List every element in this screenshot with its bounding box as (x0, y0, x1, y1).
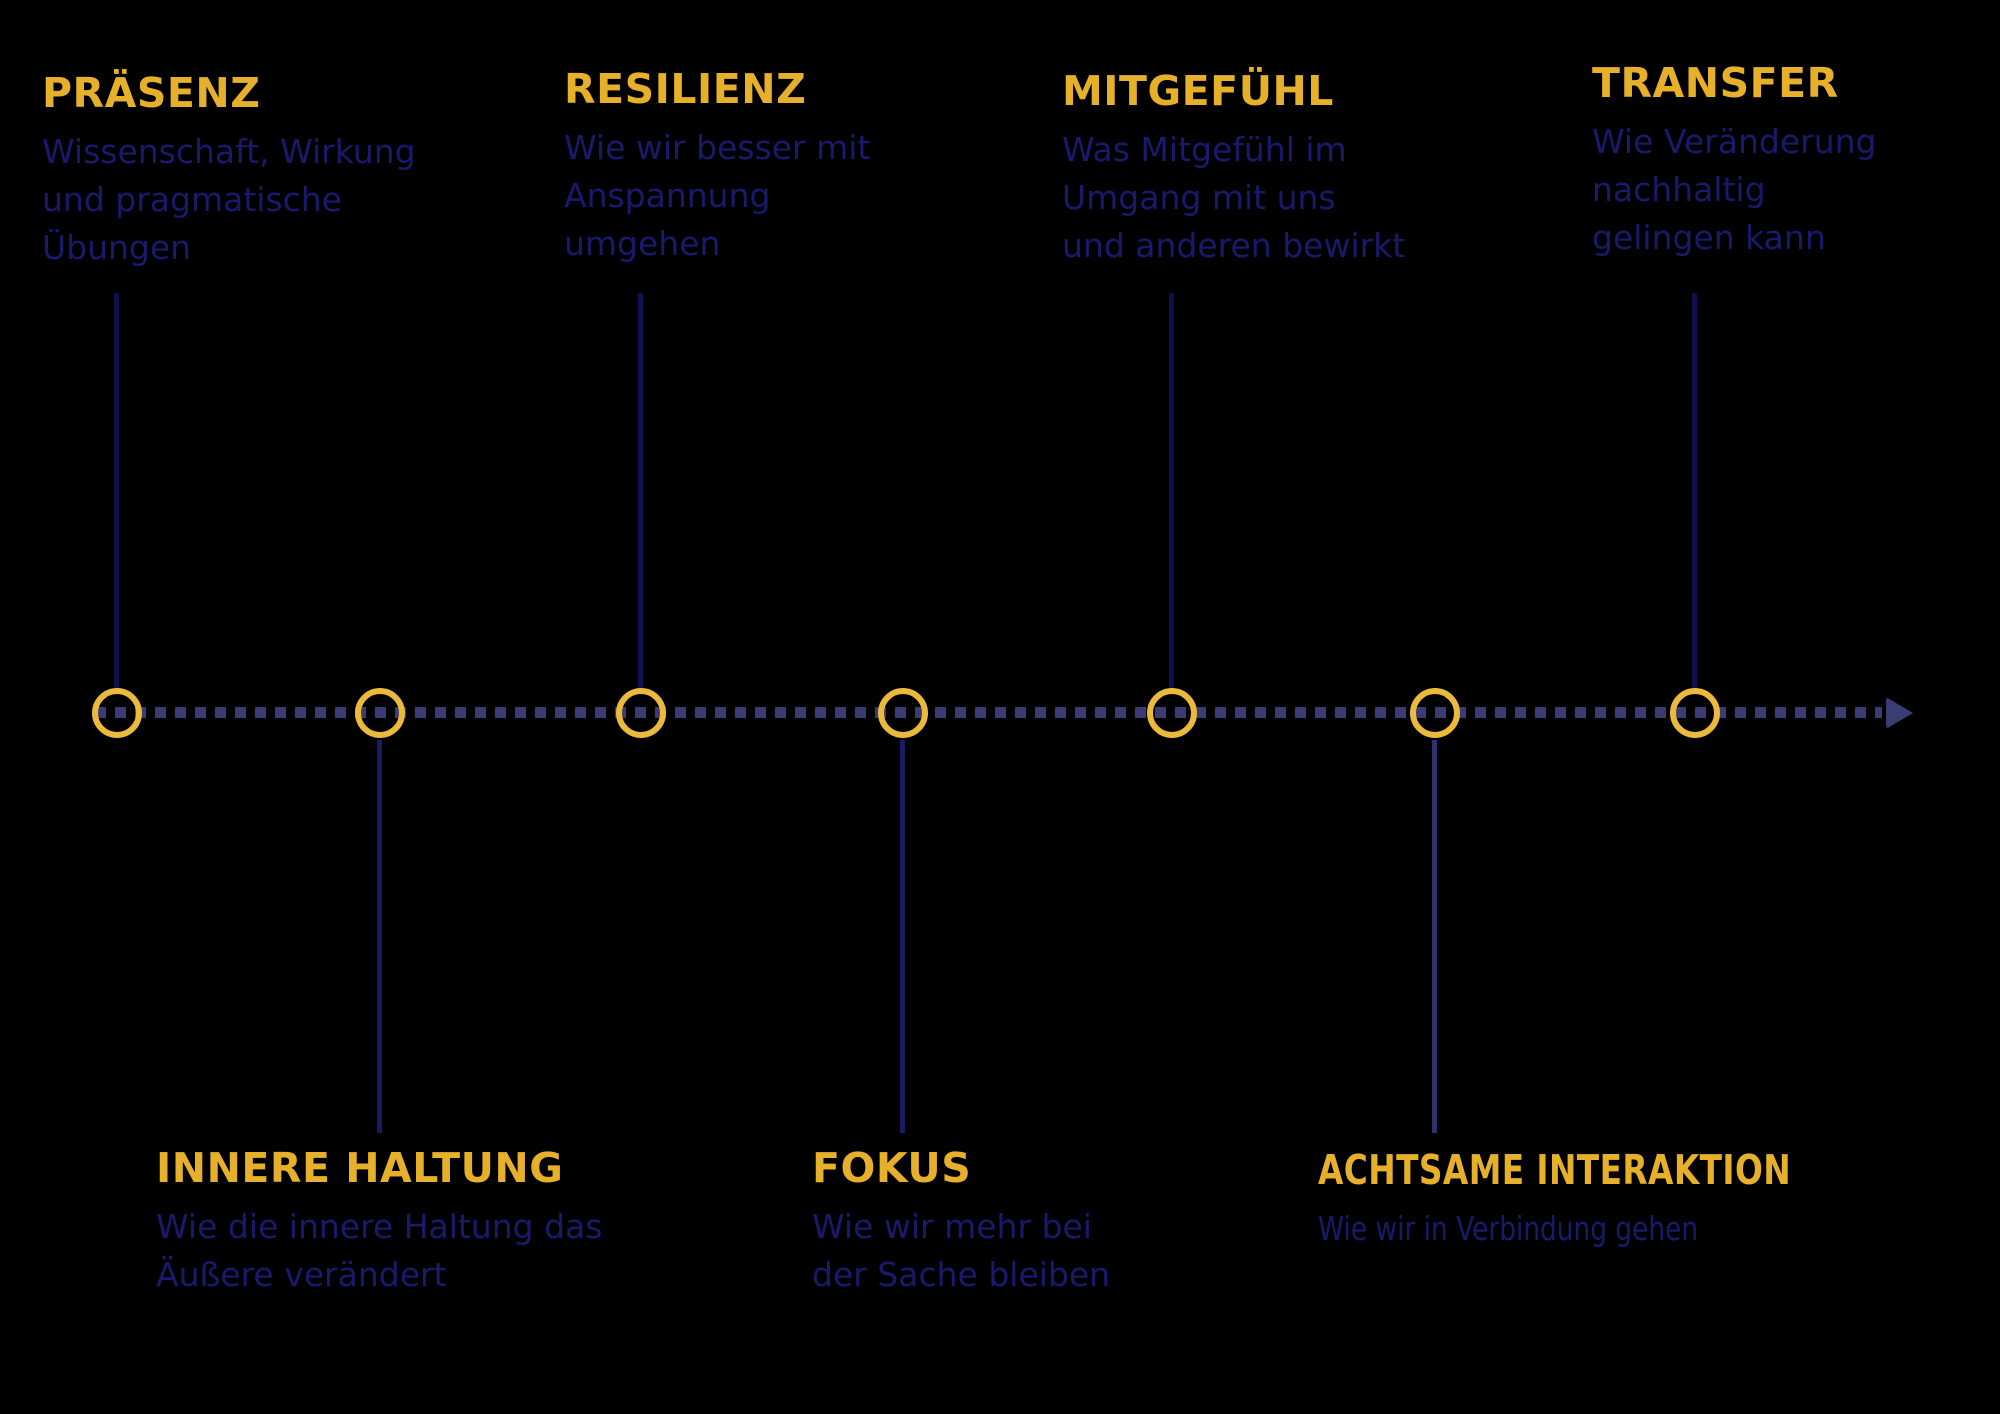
connector-line-up (638, 293, 643, 688)
timeline-dotted-line (95, 707, 1882, 718)
milestone-praesenz: PRÄSENZ Wissenschaft, Wirkung und pragma… (42, 68, 416, 272)
milestone-description: Wie wir in Verbindung gehen (1318, 1209, 1699, 1248)
connector-line-up (114, 293, 119, 688)
milestone-achtsame-interaktion: ACHTSAME INTERAKTION Wie wir in Verbindu… (1318, 1145, 1791, 1253)
milestone-title: FOKUS (812, 1144, 972, 1192)
connector-line-down (900, 740, 905, 1133)
milestone-transfer: TRANSFER Wie Veränderung nachhaltig geli… (1592, 58, 1876, 262)
milestone-innere-haltung: INNERE HALTUNG Wie die innere Haltung da… (156, 1143, 602, 1299)
milestone-title: INNERE HALTUNG (156, 1144, 564, 1192)
milestone-description: Wie die innere Haltung das Äußere veränd… (156, 1207, 603, 1294)
milestone-title: TRANSFER (1592, 59, 1839, 107)
milestone-title: MITGEFÜHL (1062, 67, 1334, 115)
arrow-right-icon (1886, 697, 1913, 729)
milestone-description: Wissenschaft, Wirkung und pragmatische Ü… (42, 132, 416, 267)
milestone-description: Was Mitgefühl im Umgang mit uns und ande… (1062, 130, 1406, 265)
connector-line-down (377, 740, 382, 1133)
connector-line-up (1692, 293, 1697, 688)
timeline-node-circle (355, 688, 405, 738)
timeline-node-circle (1147, 688, 1197, 738)
timeline-node-circle (1670, 688, 1720, 738)
timeline-node-circle (92, 688, 142, 738)
milestone-description: Wie wir besser mit Anspannung umgehen (564, 128, 871, 263)
milestone-title: PRÄSENZ (42, 69, 261, 117)
milestone-title: RESILIENZ (564, 65, 807, 113)
milestone-mitgefuehl: MITGEFÜHL Was Mitgefühl im Umgang mit un… (1062, 66, 1405, 270)
milestone-fokus: FOKUS Wie wir mehr bei der Sache bleiben (812, 1143, 1110, 1299)
timeline-node-circle (616, 688, 666, 738)
milestone-resilienz: RESILIENZ Wie wir besser mit Anspannung … (564, 64, 870, 268)
connector-line-up (1169, 293, 1174, 688)
milestone-description: Wie wir mehr bei der Sache bleiben (812, 1207, 1111, 1294)
timeline-node-circle (878, 688, 928, 738)
milestone-description: Wie Veränderung nachhaltig gelingen kann (1592, 122, 1877, 257)
milestone-title: ACHTSAME INTERAKTION (1318, 1146, 1792, 1194)
connector-line-down (1432, 740, 1437, 1133)
timeline-node-circle (1410, 688, 1460, 738)
